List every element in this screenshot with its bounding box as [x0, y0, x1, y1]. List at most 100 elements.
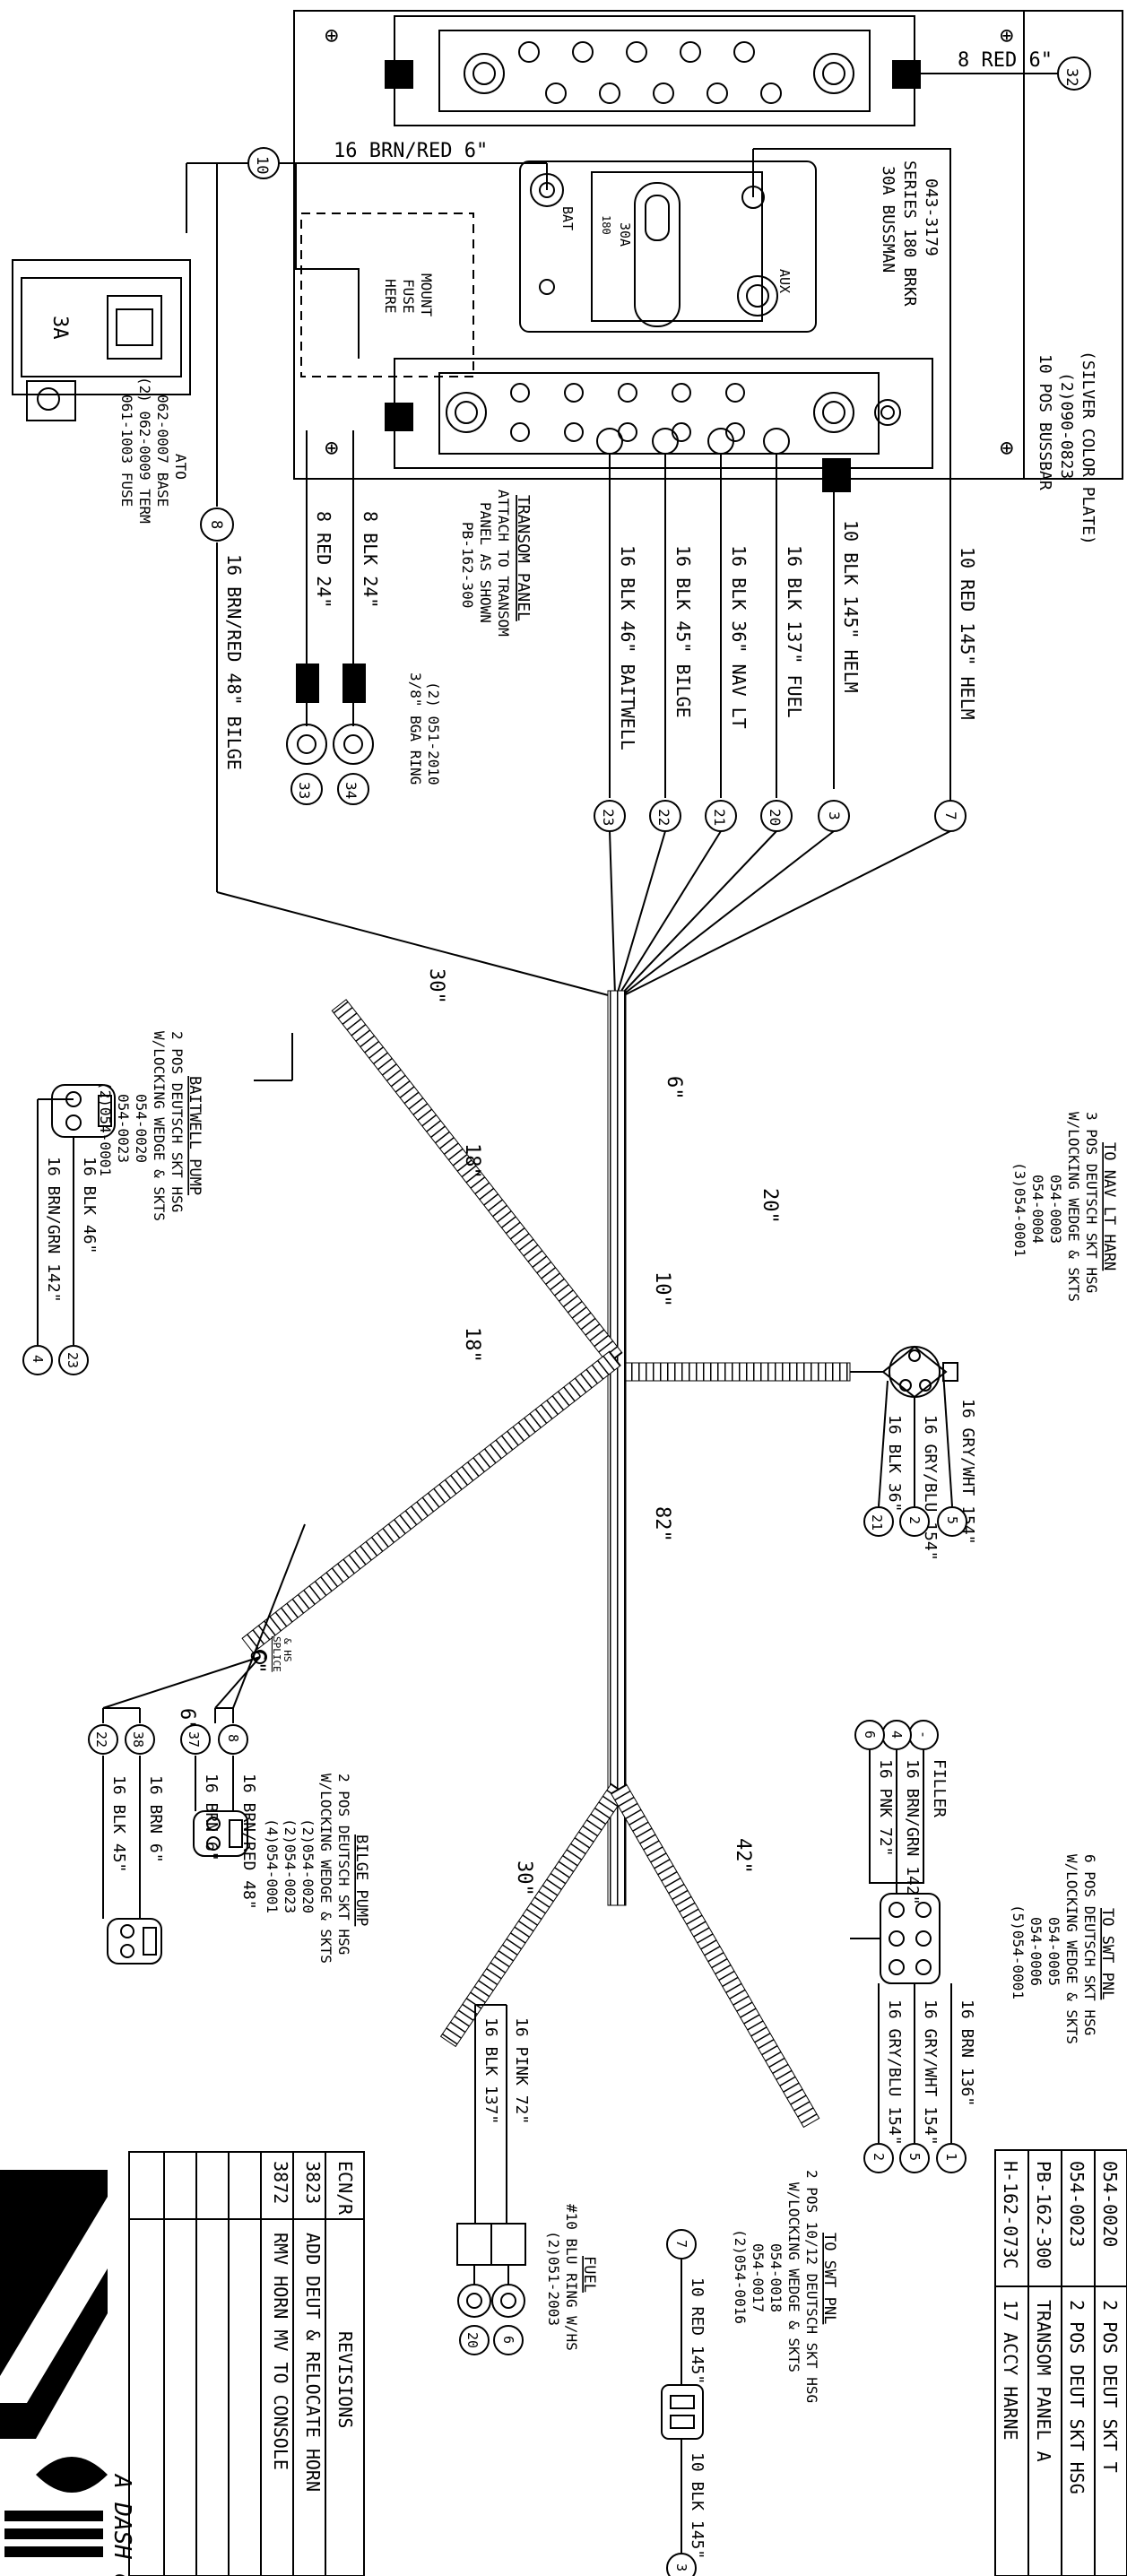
- svg-text:TRANSOM PANEL: TRANSOM PANEL: [514, 495, 533, 621]
- baitwell-pin-a: 23: [65, 1352, 81, 1368]
- swt6-wire-pnk: 16 PNK 72": [876, 1759, 895, 1856]
- swt6-wire-brn: 16 BRN 136": [958, 1999, 976, 2106]
- svg-text:FUEL: FUEL: [580, 2256, 598, 2293]
- baitwell-wire-a: 16 BLK 46": [80, 1157, 99, 1253]
- wire-16-blk-46-baitwell: 16 BLK 46" BAITWELL: [617, 545, 638, 750]
- svg-text:TO SWT PNL: TO SWT PNL: [1098, 1908, 1116, 1999]
- parts-row-4-part: H-162-073C: [1000, 2161, 1021, 2268]
- fuel-wire-pink: 16 PINK 72": [512, 2017, 531, 2124]
- svg-text:054-0023: 054-0023: [115, 1094, 132, 1163]
- circle-20: 20: [767, 809, 784, 826]
- svg-text:(2)054-0020: (2)054-0020: [299, 1818, 316, 1913]
- breaker-label: 30A BUSSMAN SERIES 180 BRKR 043-3179: [879, 160, 941, 307]
- length-10: 10": [651, 1271, 673, 1307]
- swt6-pin-5: 5: [906, 2153, 923, 2161]
- svg-text:061-1003 FUSE: 061-1003 FUSE: [118, 395, 135, 507]
- svg-text:FUSE: FUSE: [400, 279, 417, 314]
- circle-22: 22: [655, 809, 672, 826]
- main-harness: [241, 990, 851, 2129]
- svg-text:PB-162-300: PB-162-300: [459, 522, 476, 608]
- revisions-table: [128, 2151, 365, 2576]
- revisions-header-ecn: ECN/R: [334, 2161, 356, 2216]
- bilge-wire-3: 16 BRN 6": [202, 1774, 221, 1861]
- svg-text:AUX: AUX: [776, 269, 793, 293]
- svg-text:3A: 3A: [48, 316, 71, 340]
- length-42: 42": [732, 1838, 754, 1874]
- parts-row-3-desc: TRANSOM PANEL A: [1033, 2300, 1054, 2462]
- svg-text:(2)054-0023: (2)054-0023: [282, 1818, 299, 1913]
- svg-text:180: 180: [600, 215, 612, 235]
- length-30-b: 30": [513, 1860, 535, 1896]
- swt2-pin-7: 7: [673, 2240, 689, 2248]
- svg-text:TO NAV LT HARN: TO NAV LT HARN: [1100, 1142, 1118, 1271]
- bilge-wire-4: 16 BRN/RED 48": [239, 1774, 258, 1910]
- circle-7: 7: [942, 811, 959, 820]
- svg-text:ATTACH TO TRANSOM: ATTACH TO TRANSOM: [495, 490, 512, 637]
- parts-row-1-part: 054-0020: [1099, 2161, 1121, 2247]
- nav-lt-wire-2: 16 GRY/BLU 154": [921, 1415, 940, 1561]
- svg-text:10 POS BUSSBAR: 10 POS BUSSBAR: [1036, 354, 1054, 490]
- svg-text:6 POS DEUTSCH SKT HSG: 6 POS DEUTSCH SKT HSG: [1081, 1854, 1098, 2035]
- transom-panel-label: TRANSOM PANEL ATTACH TO TRANSOM PANEL AS…: [459, 490, 533, 637]
- wire-16-blk-36-navlt: 16 BLK 36" NAV LT: [728, 545, 750, 729]
- svg-text:(3)054-0001: (3)054-0001: [1011, 1162, 1028, 1257]
- parts-row-2-part: 054-0023: [1066, 2161, 1088, 2247]
- wire-16-blk-45-bilge: 16 BLK 45" BILGE: [672, 545, 694, 718]
- svg-text:054-0017: 054-0017: [750, 2243, 767, 2312]
- svg-text:062-0007 BASE: 062-0007 BASE: [154, 395, 171, 507]
- circuit-breaker: [519, 160, 817, 333]
- wire-16-blk-137-fuel: 16 BLK 137" FUEL: [784, 545, 805, 718]
- wire-10-red-145-helm: 10 RED 145" HELM: [957, 547, 978, 720]
- length-20: 20": [759, 1188, 781, 1224]
- parts-row-2-desc: 2 POS DEUT SKT HSG: [1066, 2300, 1088, 2494]
- svg-text:(4)054-0001: (4)054-0001: [264, 1818, 281, 1913]
- svg-text:BAT: BAT: [559, 206, 576, 230]
- nav-lt-pin-2: 2: [906, 1516, 923, 1524]
- revision-2-desc: RMV HORN MV TO CONSOLE: [270, 2233, 291, 2470]
- swt6-wire-brngrn: 16 BRN/GRN 142": [903, 1759, 922, 1905]
- swt-pnl-6-label: TO SWT PNL 6 POS DEUTSCH SKT HSG W/LOCKI…: [1010, 1854, 1116, 2044]
- bilge-wire-1: 16 BRN 6": [146, 1775, 165, 1863]
- nav-lt-pin-1: 5: [944, 1516, 960, 1524]
- bilge-pin-8: 8: [225, 1734, 241, 1742]
- ato-fuse-holder: 3A: [12, 259, 191, 421]
- svg-text:HERE: HERE: [382, 279, 399, 314]
- bottom-bussbar: [394, 358, 933, 469]
- svg-text:2 POS DEUTSCH SKT HSG: 2 POS DEUTSCH SKT HSG: [335, 1774, 352, 1955]
- nav-lt-wire-3: 16 BLK 36": [885, 1415, 904, 1512]
- wire-10-blk-145-helm: 10 BLK 145" HELM: [840, 520, 862, 693]
- svg-text:ATO: ATO: [172, 454, 189, 480]
- fuse-label: ATO 062-0007 BASE (2) 062-0009 TERM 061-…: [118, 377, 189, 524]
- svg-text:BAITWELL PUMP: BAITWELL PUMP: [186, 1076, 204, 1195]
- swt2-pin-3: 3: [673, 2563, 689, 2572]
- svg-text:054-0006: 054-0006: [1027, 1917, 1045, 1986]
- bilge-pin-22: 22: [93, 1731, 109, 1748]
- swt6-wire-grywht: 16 GRY/WHT 154": [921, 1999, 940, 2146]
- svg-text:043-3179: 043-3179: [922, 178, 941, 256]
- svg-text:(2)054-0001: (2)054-0001: [97, 1081, 114, 1176]
- wire-8-red-24: 8 RED 24": [313, 511, 334, 608]
- parts-row-3-part: PB-162-300: [1033, 2161, 1054, 2268]
- parts-row-1-desc: 2 POS DEUT SKT T: [1099, 2300, 1121, 2473]
- svg-text:054-0005: 054-0005: [1045, 1917, 1062, 1986]
- nav-lt-wire-1: 16 GRY/WHT 154": [958, 1399, 977, 1545]
- swt6-wire-gryblu: 16 GRY/BLU 154": [885, 1999, 904, 2146]
- bilge-pin-37: 37: [186, 1731, 202, 1748]
- circle-10: 10: [253, 156, 271, 174]
- mount-fuse-label: MOUNT FUSE HERE: [382, 273, 435, 317]
- wire-16-brnred-48-bilge: 16 BRN/RED 48" BILGE: [223, 554, 245, 770]
- circle-33: 33: [296, 782, 313, 799]
- svg-text:W/LOCKING WEDGE & SKTS: W/LOCKING WEDGE & SKTS: [1063, 1854, 1080, 2044]
- bilge-wire-2: 16 BLK 45": [109, 1775, 128, 1872]
- circle-23: 23: [600, 809, 617, 826]
- circle-21: 21: [711, 809, 728, 826]
- svg-text:⊕: ⊕: [1000, 435, 1014, 462]
- baitwell-pump-label: BAITWELL PUMP 2 POS DEUTSCH SKT HSG W/LO…: [97, 1031, 204, 1221]
- splice-label: SPLICE & HS: [271, 1636, 293, 1672]
- bussbar-panel: ⊕ ⊕ ⊕ ⊕: [293, 10, 1123, 492]
- swt2-wire-blk: 10 BLK 145": [688, 2452, 707, 2559]
- swt6-pin-6: 6: [862, 1730, 878, 1739]
- svg-text:054-0003: 054-0003: [1047, 1175, 1064, 1244]
- svg-text:054-0020: 054-0020: [133, 1094, 150, 1163]
- swt6-wire-filler: FILLER: [930, 1759, 949, 1817]
